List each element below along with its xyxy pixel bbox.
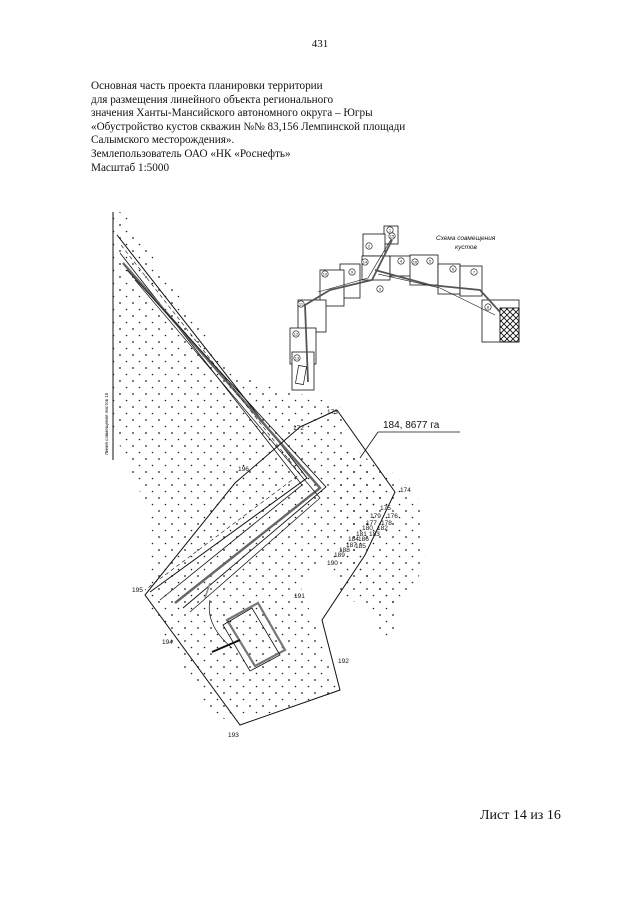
- inset-title: Схема совмещения: [436, 235, 496, 242]
- point-183: 183: [369, 531, 380, 538]
- point-191: 191: [294, 593, 305, 600]
- point-186: 186: [358, 536, 369, 543]
- header-line: значения Ханты-Мансийского автономного о…: [91, 107, 373, 120]
- point-187: 187: [346, 542, 357, 549]
- sheet-number: 4: [400, 259, 403, 264]
- terrain-dots: [113, 212, 425, 720]
- point-174: 174: [400, 487, 411, 494]
- point-labels: 172 173 174 175 179 176 177 178 180 182 …: [132, 409, 411, 739]
- header-line: Салымского месторождения».: [91, 134, 235, 147]
- sheet-footer: Лист 14 из 16: [480, 808, 561, 823]
- point-193: 193: [228, 732, 239, 739]
- inset-subtitle: кустов: [455, 244, 478, 251]
- sheet-number: 11: [299, 302, 304, 307]
- header-line: Основная часть проекта планировки террит…: [91, 80, 323, 92]
- sheet-number: 16: [413, 260, 418, 265]
- point-172: 172: [293, 425, 304, 432]
- point-173: 173: [327, 409, 338, 416]
- point-189: 189: [334, 552, 345, 559]
- sheet-number: 13: [295, 356, 300, 361]
- corridor-lines: [116, 234, 327, 613]
- point-192: 192: [338, 658, 349, 665]
- sheet-number: 7: [473, 270, 476, 275]
- point-185: 185: [355, 543, 366, 550]
- sheet-number: 10: [323, 272, 328, 277]
- header-line: для размещения линейного объекта региона…: [91, 93, 334, 106]
- page-number: 431: [311, 38, 329, 50]
- point-178: 178: [381, 520, 392, 527]
- point-190: 190: [327, 560, 338, 567]
- header-line: Масштаб 1:5000: [91, 161, 170, 174]
- document-header: Основная часть проекта планировки террит…: [91, 80, 551, 175]
- sheet-number: 14: [363, 260, 368, 265]
- point-180: 180: [362, 525, 373, 532]
- sheet-number: 15: [390, 234, 395, 239]
- match-line-label: Линия совмещения листов 15: [104, 392, 109, 455]
- point-179: 179: [370, 513, 381, 520]
- cluster-scheme-inset: Схема совмещения кустов 1 2 3 4 5: [289, 225, 520, 391]
- point-194: 194: [162, 639, 173, 646]
- header-line: «Обустройство кустов скважин №№ 83,156 Л…: [91, 120, 406, 133]
- sheet-number: 1: [389, 228, 392, 233]
- point-177: 177: [366, 520, 377, 527]
- point-182: 182: [377, 525, 388, 532]
- point-175: 175: [380, 505, 391, 512]
- sheet-number: 12: [294, 332, 299, 337]
- sheet-number: 6: [452, 267, 455, 272]
- sheet-number: 8: [487, 305, 490, 310]
- point-181: 181: [356, 531, 367, 538]
- point-188: 188: [339, 547, 350, 554]
- point-184: 184: [348, 536, 359, 543]
- parcel-boundary: [144, 409, 396, 726]
- point-195: 195: [132, 587, 143, 594]
- sheet-number: 9: [351, 270, 354, 275]
- sheet-number: 2: [368, 244, 371, 249]
- sheet-number: 3: [379, 287, 382, 292]
- point-176: 176: [387, 513, 398, 520]
- point-196: 196: [238, 466, 249, 473]
- header-line: Землепользователь ОАО «НК «Роснефть»: [91, 147, 291, 160]
- sheet-number: 5: [429, 259, 432, 264]
- well-pad: [204, 582, 287, 672]
- area-label: 184, 8677 га: [383, 420, 440, 431]
